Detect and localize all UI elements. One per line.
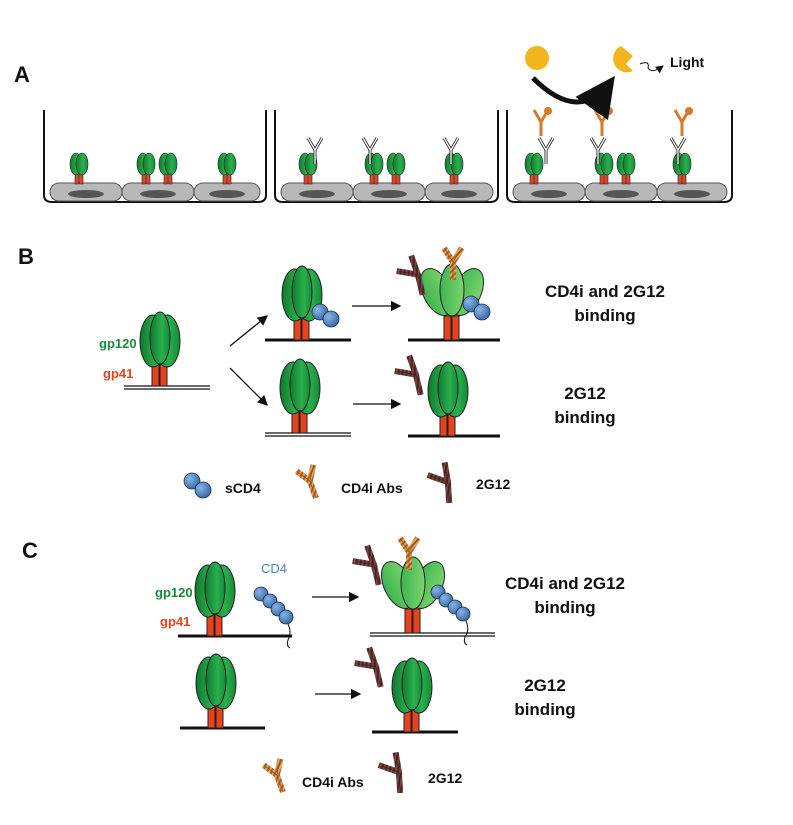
- gp120-label-b: gp120: [99, 336, 137, 351]
- c-top-result: CD4i and 2G12 binding: [505, 574, 625, 617]
- luciferase-reaction: [525, 46, 664, 121]
- env-trimer: [139, 311, 181, 387]
- panel-label-c: C: [22, 538, 38, 563]
- panel-label-a: A: [14, 62, 30, 87]
- well-1: [43, 110, 267, 203]
- legend-2g12-c: 2G12: [428, 770, 463, 786]
- membrane-cd4: [253, 584, 471, 649]
- well-2: [274, 110, 499, 203]
- gp120-label-c: gp120: [155, 585, 193, 600]
- panel-b: [124, 248, 500, 502]
- well-3: [506, 107, 733, 203]
- light-label: Light: [670, 54, 705, 70]
- legend-scd4: sCD4: [225, 480, 261, 496]
- c-bottom-result: 2G12 binding: [514, 676, 576, 719]
- panel-label-b: B: [18, 244, 34, 269]
- b-top-result: CD4i and 2G12 binding: [545, 282, 665, 325]
- panel-c: [178, 538, 495, 795]
- cd4-label: CD4: [261, 561, 288, 576]
- panel-a: [43, 46, 733, 203]
- legend-2g12-b: 2G12: [476, 476, 511, 492]
- gp41-label-b: gp41: [103, 366, 134, 381]
- legend-cd4i-b: CD4i Abs: [341, 480, 403, 496]
- gp41-label-c: gp41: [160, 614, 191, 629]
- b-bottom-result: 2G12 binding: [554, 384, 616, 427]
- legend-cd4i-c: CD4i Abs: [302, 774, 364, 790]
